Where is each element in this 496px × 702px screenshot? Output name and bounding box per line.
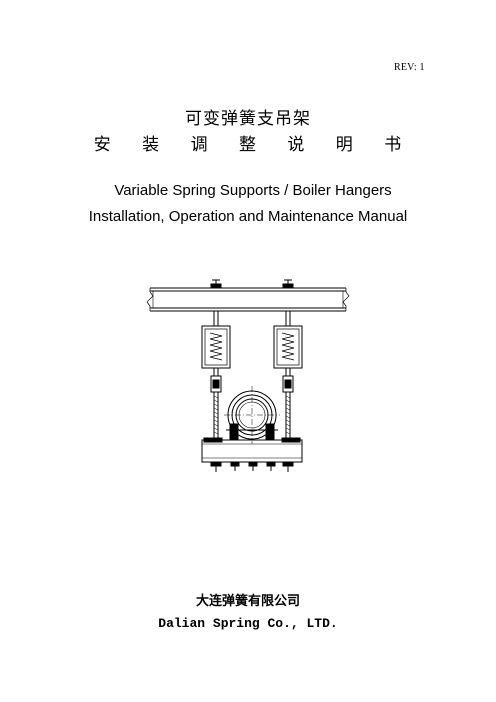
spring-hanger-drawing xyxy=(146,279,350,472)
bottom-bolts xyxy=(210,461,294,472)
revision-label: REV: 1 xyxy=(394,62,425,73)
spring-can-right xyxy=(273,325,303,369)
title-chinese: 可变弹簧支吊架 xyxy=(185,109,311,129)
spring-can-left xyxy=(201,325,231,369)
beam-drawing xyxy=(146,287,350,312)
company-name-chinese: 大连弹簧有限公司 xyxy=(195,594,300,609)
base-beam xyxy=(201,437,303,463)
company-name-english: Dalian Spring Co., LTD. xyxy=(158,616,338,631)
subtitle-chinese: 安 装 调 整 说 明 书 xyxy=(93,135,415,155)
top-lug-right xyxy=(282,279,294,289)
top-lug-left xyxy=(210,279,222,289)
pipe-clamp xyxy=(224,386,280,444)
turnbuckle-right xyxy=(282,375,294,393)
title-english-line1: Variable Spring Supports / Boiler Hanger… xyxy=(114,182,392,199)
turnbuckle-left xyxy=(210,375,222,393)
title-english-line2: Installation, Operation and Maintenance … xyxy=(88,208,408,225)
